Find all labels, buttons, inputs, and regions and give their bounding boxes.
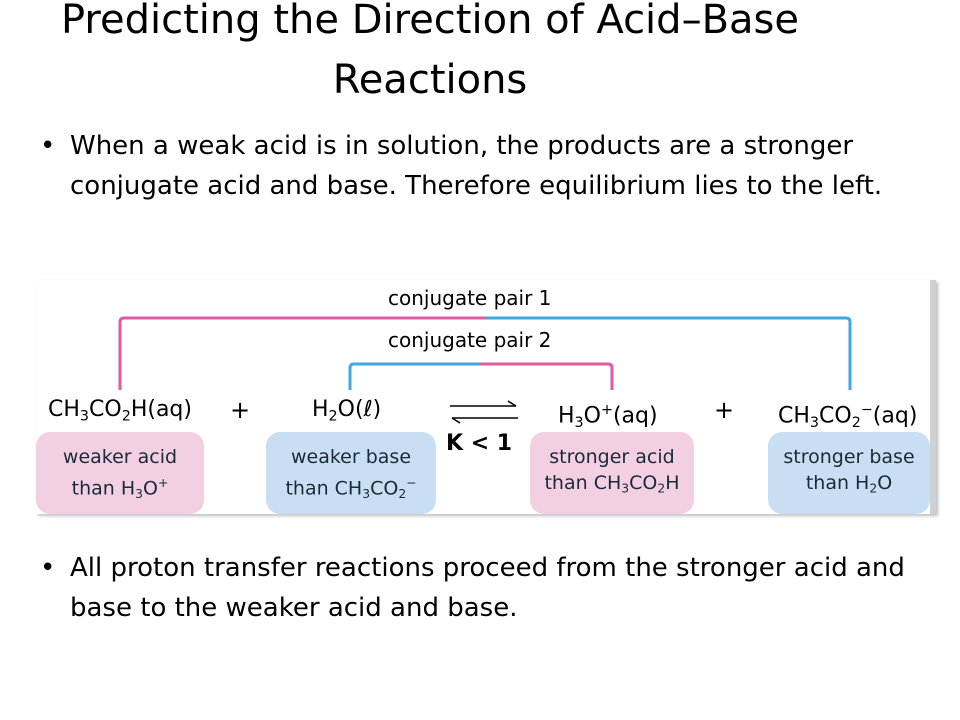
species-water: H2O(ℓ) xyxy=(312,397,382,425)
label-stronger-base: stronger base than H2O xyxy=(768,432,930,514)
equilibrium-arrows-icon xyxy=(450,400,518,424)
title-line-2: Reactions xyxy=(332,57,528,103)
figure-edge-shade xyxy=(930,280,936,514)
conjugate-pair-2-label: conjugate pair 2 xyxy=(382,328,558,352)
pair2-bracket-left xyxy=(348,362,480,390)
reaction-figure: conjugate pair 1 conjugate pair 2 CH3CO2… xyxy=(36,280,936,514)
species-acetic-acid: CH3CO2H(aq) xyxy=(48,397,192,425)
conjugate-pair-brackets xyxy=(118,316,852,390)
label-weaker-acid: weaker acid than H3O+ xyxy=(36,432,204,514)
title-line-1: Predicting the Direction of Acid–Base xyxy=(61,0,799,43)
pair1-bracket-left xyxy=(118,316,486,390)
conjugate-pair-1-label: conjugate pair 1 xyxy=(382,286,558,310)
slide-title: Predicting the Direction of Acid–Base Re… xyxy=(0,0,860,110)
species-acetate: CH3CO2−(aq) xyxy=(778,402,918,431)
equilibrium-constant-label: K < 1 xyxy=(446,431,513,456)
plus-sign-1: + xyxy=(230,396,251,424)
plus-sign-2: + xyxy=(714,396,735,424)
bullet-weak-acid: When a weak acid is in solution, the pro… xyxy=(40,126,950,206)
bullet-proton-transfer: All proton transfer reactions proceed fr… xyxy=(40,548,950,628)
pair2-bracket-right xyxy=(480,362,614,390)
pair1-bracket-right xyxy=(486,316,852,390)
species-hydronium: H3O+(aq) xyxy=(558,402,658,431)
label-stronger-acid: stronger acid than CH3CO2H xyxy=(530,432,694,514)
label-weaker-base: weaker base than CH3CO2− xyxy=(266,432,436,514)
